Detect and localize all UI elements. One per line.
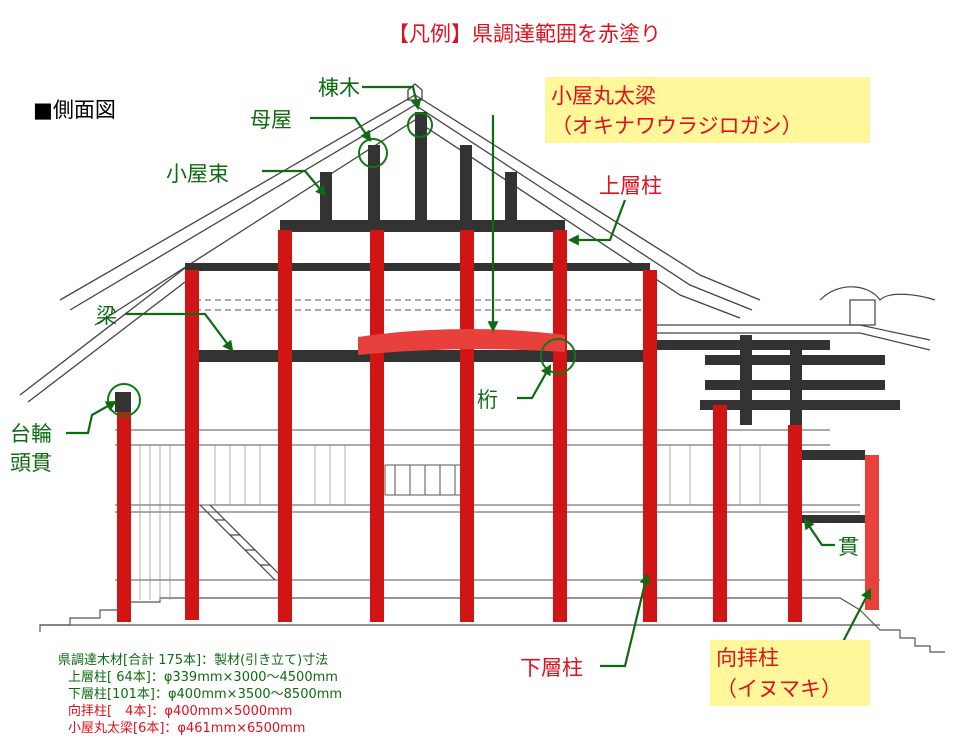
joso-hashira-label: 上層柱 <box>599 174 662 198</box>
callout-circles <box>107 112 576 417</box>
note-line-1: 県調達木材[合計 175本]：製材(引き立て)寸法 <box>58 653 329 668</box>
column-2 <box>185 270 199 620</box>
note-line-5: 小屋丸太梁[6本]：φ461mm×6500mm <box>68 721 306 736</box>
kohai-label: 向拝柱 <box>716 646 779 670</box>
munagi-label: 棟木 <box>318 76 360 100</box>
column-8 <box>713 405 727 622</box>
koya-maruta-label: 小屋丸太梁 <box>551 84 656 108</box>
procured-posts <box>117 230 879 622</box>
balustrade <box>384 464 471 496</box>
horizontal-members <box>115 299 880 581</box>
koyazuka-leader <box>262 169 327 197</box>
note-line-4: 向拝柱[ 4本]：φ400mm×5000mm <box>68 704 293 719</box>
daiwa-circle <box>107 383 141 417</box>
joso-leader <box>567 199 627 246</box>
keta-leader <box>517 364 552 400</box>
moya-circle <box>358 138 388 168</box>
kaso-hashira-label: 下層柱 <box>520 656 583 680</box>
legend-text: 【凡例】県調達範囲を赤塗り <box>388 22 661 46</box>
right-roof <box>650 286 936 351</box>
note-line-3: 下層柱[101本]：φ400mm×3500～8500mm <box>68 687 343 702</box>
hari-label: 梁 <box>96 304 117 328</box>
column-6 <box>553 230 567 622</box>
staircase <box>199 504 286 581</box>
kohai-species: （イヌマキ） <box>716 677 842 701</box>
view-title: ■側面図 <box>33 98 116 122</box>
column-4 <box>370 230 384 622</box>
kohai-column <box>865 455 879 610</box>
note-line-2: 上層柱[ 64本]：φ339mm×3000～4500mm <box>68 670 338 685</box>
daiwa-leader <box>66 400 117 435</box>
koya-maruta-highlight <box>545 77 870 143</box>
column-3 <box>278 230 292 622</box>
hari-leader <box>125 312 234 352</box>
munagi-leader <box>362 85 422 111</box>
moya-label: 母屋 <box>250 108 292 132</box>
daiwa-label: 台輪 <box>10 422 52 446</box>
keta-circle <box>540 338 576 374</box>
column-9 <box>788 425 802 622</box>
koya-maruta-species: （オキナワウラジロガシ） <box>551 114 803 138</box>
nuki-leader <box>803 518 835 547</box>
main-roof <box>19 83 761 403</box>
moya-leader <box>310 116 372 142</box>
wall-slats <box>139 445 761 600</box>
kaso-leader <box>600 572 651 668</box>
nuki-label: 貫 <box>838 535 859 559</box>
kashiranuki-label: 頭貫 <box>10 451 52 475</box>
munagi-circle <box>407 112 433 138</box>
column-1 <box>117 412 131 622</box>
timber-note: 県調達木材[合計 175本]：製材(引き立て)寸法 上層柱[ 64本]：φ339… <box>58 652 342 737</box>
column-5 <box>460 230 474 622</box>
koyazuka-label: 小屋束 <box>166 162 229 186</box>
keta-label: 桁 <box>477 388 498 412</box>
koya-maruta-beam <box>358 328 565 355</box>
column-7 <box>643 270 657 622</box>
kohai-highlight <box>710 640 870 706</box>
ground-line <box>39 597 945 653</box>
dark-members <box>115 112 900 523</box>
